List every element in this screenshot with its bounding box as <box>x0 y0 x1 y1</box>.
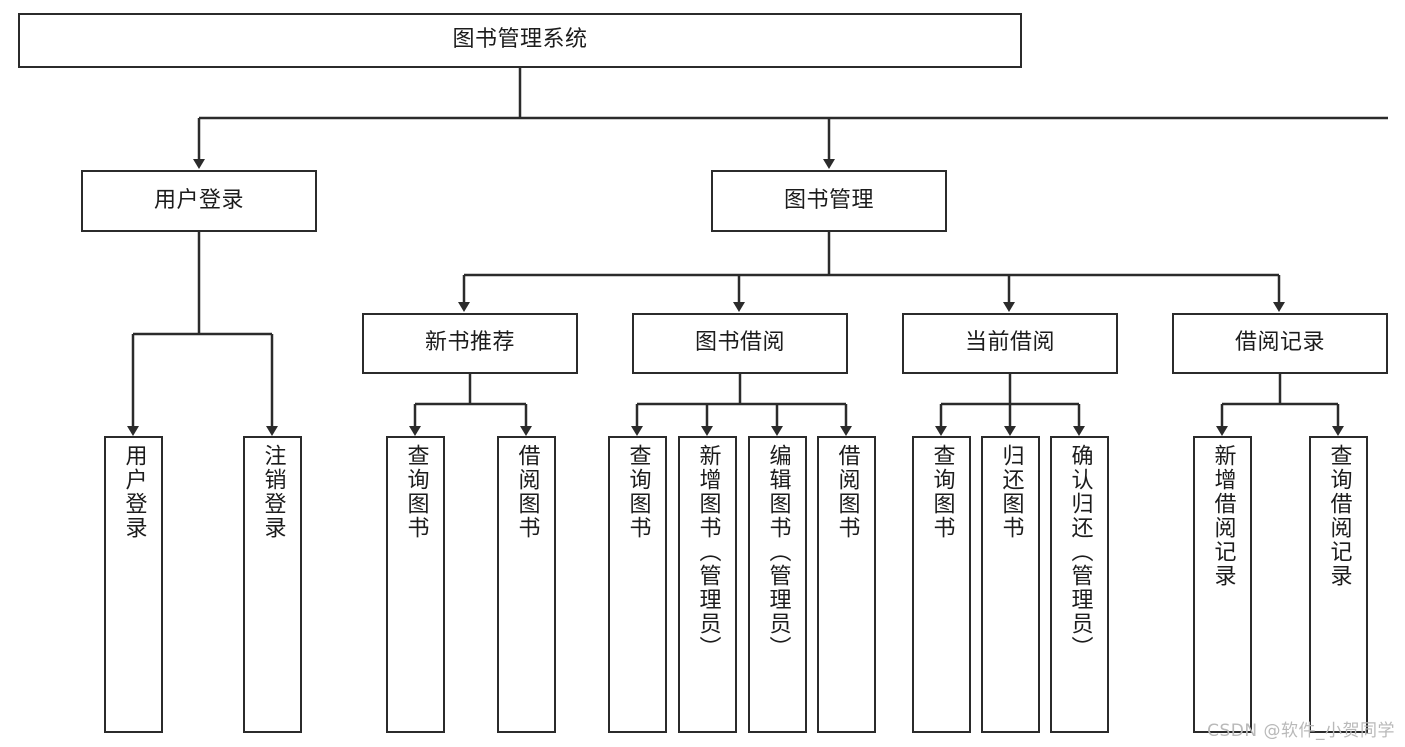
node-book-manage-label: 图书管理 <box>783 187 874 213</box>
node-leaf-query-book-1[interactable]: 查询图书 <box>386 436 445 733</box>
node-current-borrow-label: 当前借阅 <box>964 330 1055 356</box>
node-borrow-record[interactable]: 借阅记录 <box>1172 313 1388 374</box>
node-new-book-rec-label: 新书推荐 <box>424 330 515 356</box>
node-leaf-borrow-book-1-label: 借阅图书 <box>514 444 540 540</box>
node-leaf-user-login-label: 用户登录 <box>121 444 147 540</box>
node-leaf-user-login[interactable]: 用户登录 <box>104 436 163 733</box>
node-root-label: 图书管理系统 <box>452 27 588 53</box>
node-leaf-logout-label: 注销登录 <box>260 444 286 540</box>
node-leaf-add-book-label: 新增图书（管理员） <box>695 444 721 660</box>
node-book-manage[interactable]: 图书管理 <box>711 170 947 232</box>
node-leaf-query-book-2-label: 查询图书 <box>625 444 651 540</box>
node-current-borrow[interactable]: 当前借阅 <box>902 313 1118 374</box>
node-borrow-record-label: 借阅记录 <box>1234 330 1325 356</box>
node-leaf-return-book[interactable]: 归还图书 <box>981 436 1040 733</box>
node-leaf-edit-book-label: 编辑图书（管理员） <box>765 444 791 660</box>
node-book-borrow[interactable]: 图书借阅 <box>632 313 848 374</box>
node-leaf-query-book-1-label: 查询图书 <box>403 444 429 540</box>
node-leaf-confirm-return-label: 确认归还（管理员） <box>1067 444 1093 660</box>
node-new-book-rec[interactable]: 新书推荐 <box>362 313 578 374</box>
node-root[interactable]: 图书管理系统 <box>18 13 1022 68</box>
node-leaf-add-book[interactable]: 新增图书（管理员） <box>678 436 737 733</box>
node-book-borrow-label: 图书借阅 <box>694 330 785 356</box>
node-user-login[interactable]: 用户登录 <box>81 170 317 232</box>
node-leaf-return-book-label: 归还图书 <box>998 444 1024 540</box>
node-leaf-confirm-return[interactable]: 确认归还（管理员） <box>1050 436 1109 733</box>
node-leaf-query-record[interactable]: 查询借阅记录 <box>1309 436 1368 733</box>
node-leaf-add-record-label: 新增借阅记录 <box>1210 444 1236 588</box>
node-leaf-borrow-book-1[interactable]: 借阅图书 <box>497 436 556 733</box>
node-leaf-query-book-3[interactable]: 查询图书 <box>912 436 971 733</box>
node-leaf-borrow-book-2-label: 借阅图书 <box>834 444 860 540</box>
node-leaf-edit-book[interactable]: 编辑图书（管理员） <box>748 436 807 733</box>
node-leaf-query-book-2[interactable]: 查询图书 <box>608 436 667 733</box>
node-leaf-borrow-book-2[interactable]: 借阅图书 <box>817 436 876 733</box>
node-leaf-add-record[interactable]: 新增借阅记录 <box>1193 436 1252 733</box>
node-leaf-logout[interactable]: 注销登录 <box>243 436 302 733</box>
node-user-login-label: 用户登录 <box>153 187 244 213</box>
node-leaf-query-record-label: 查询借阅记录 <box>1326 444 1352 588</box>
node-leaf-query-book-3-label: 查询图书 <box>929 444 955 540</box>
